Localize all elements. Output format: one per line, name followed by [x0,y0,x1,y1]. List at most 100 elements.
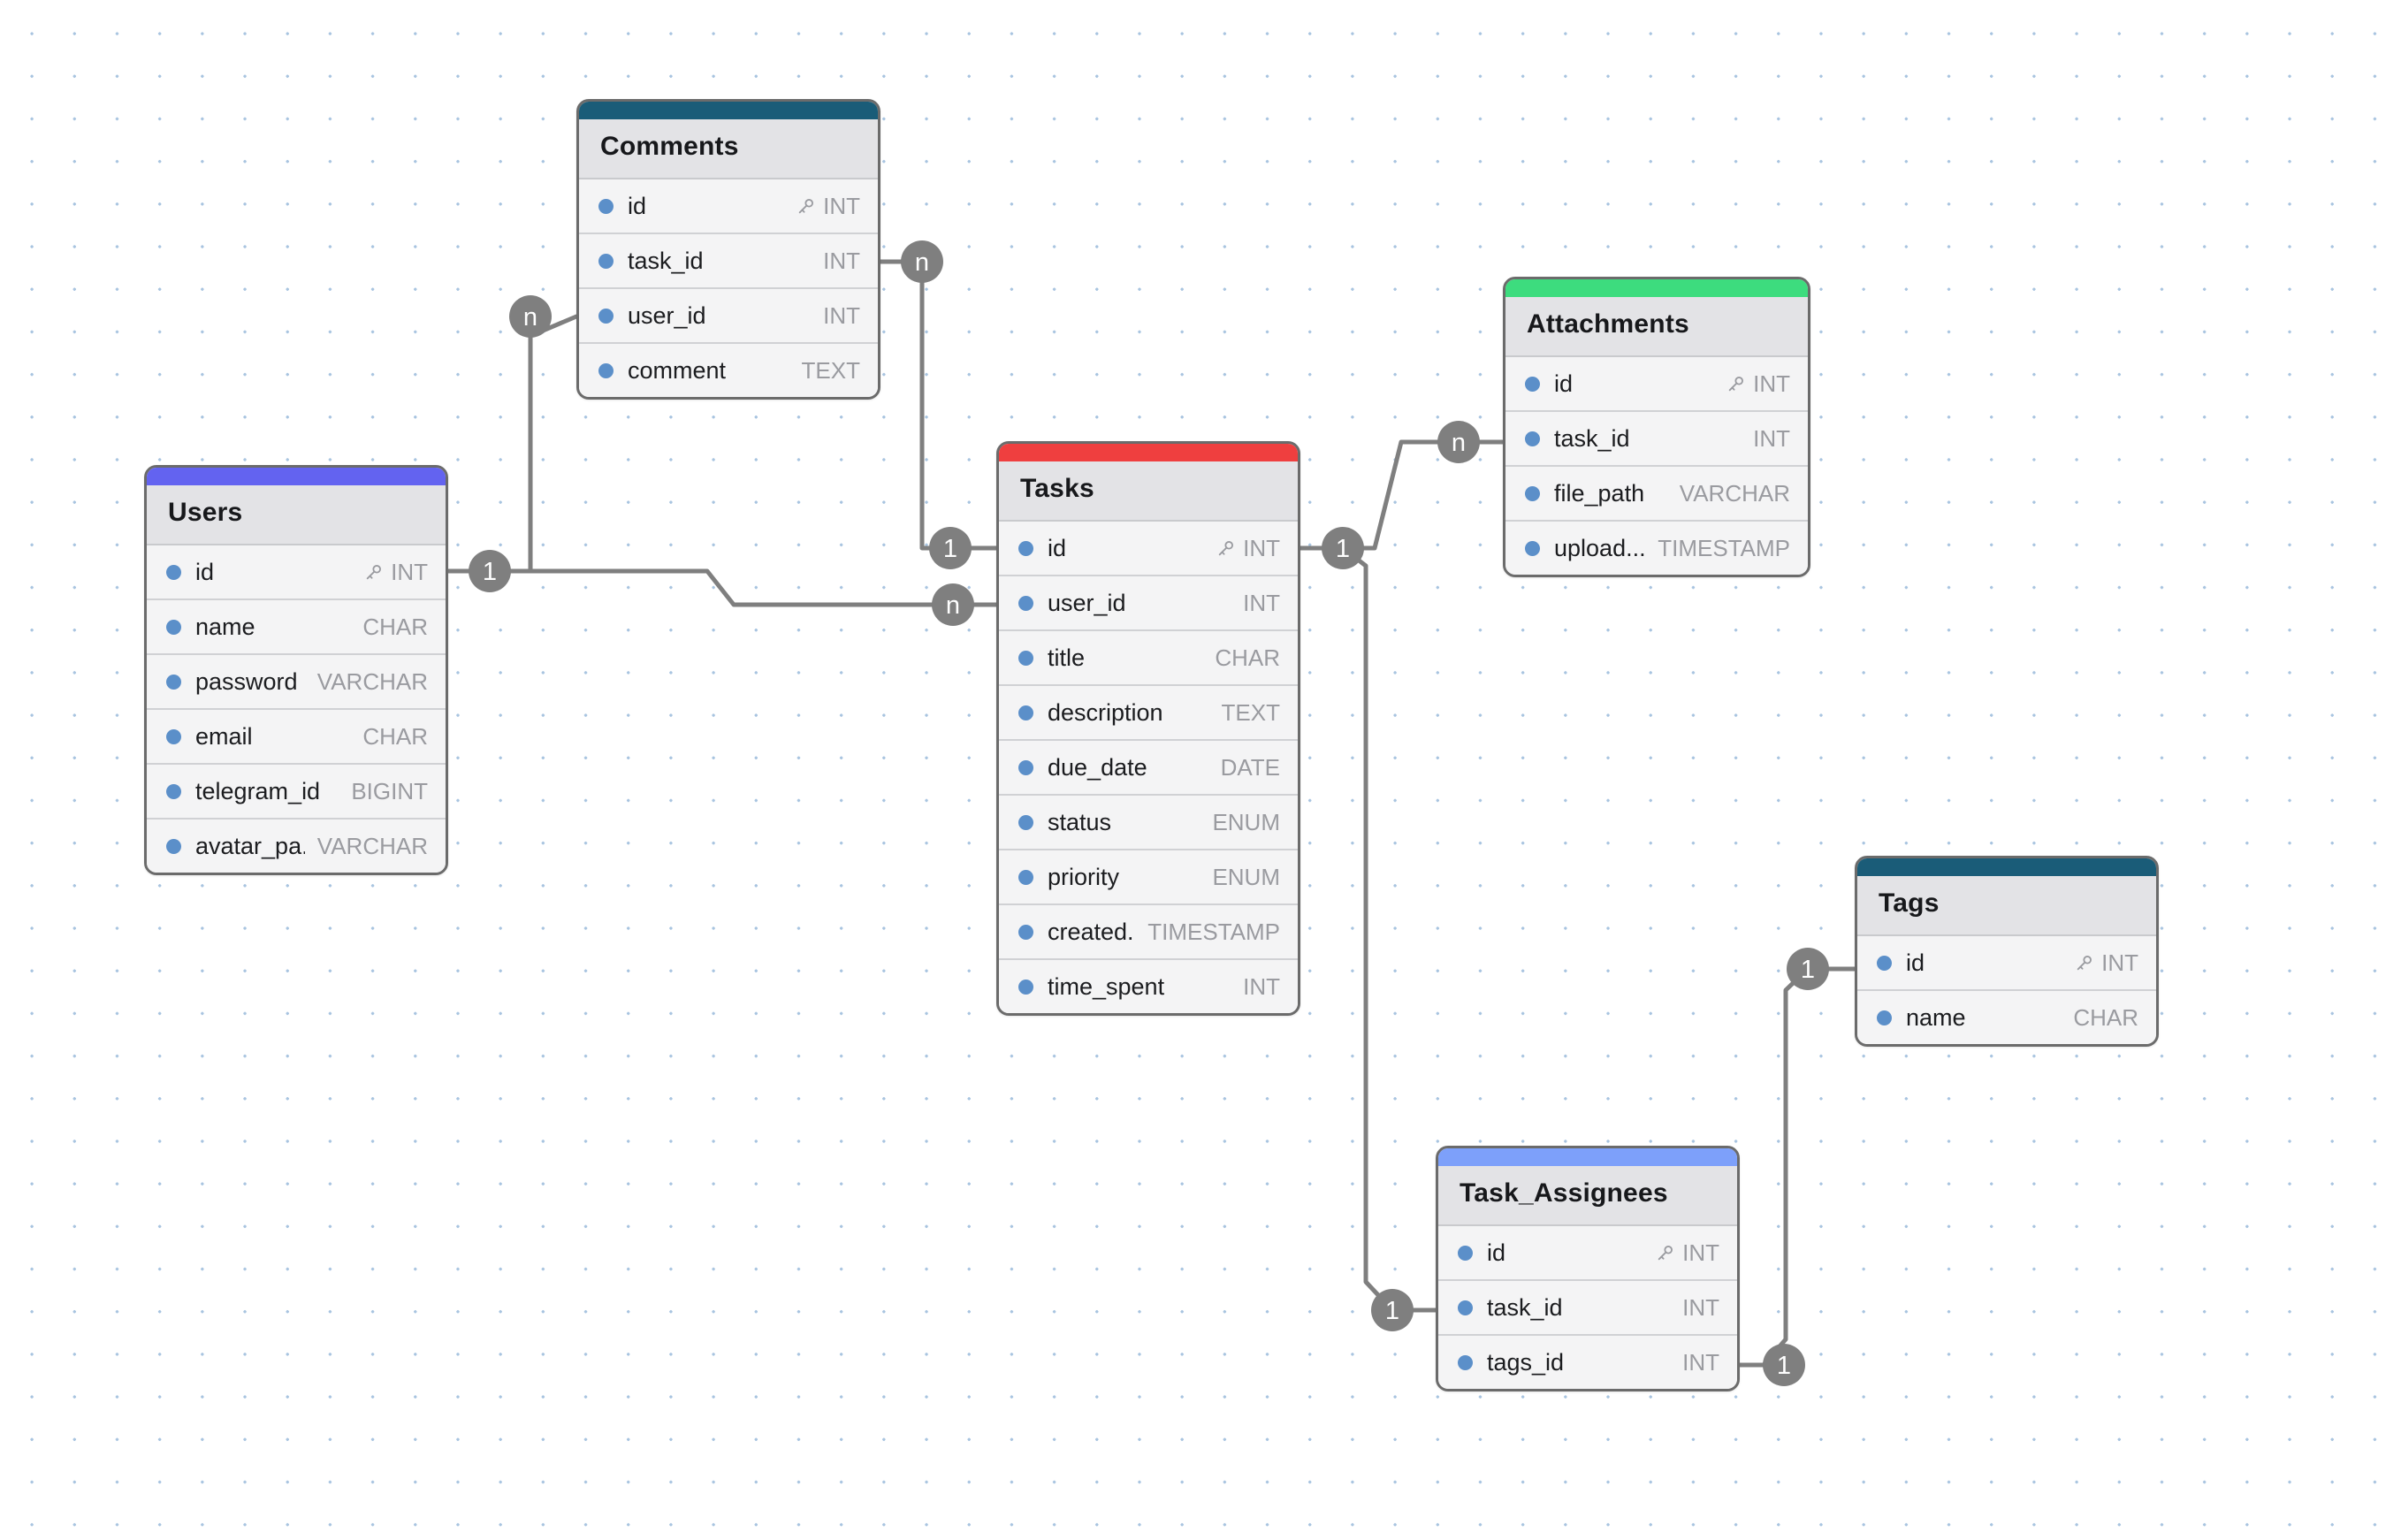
field-bullet-icon [166,619,181,635]
field-type-wrap: VARCHAR [305,668,428,696]
field-type-wrap: TIMESTAMP [1135,919,1280,946]
field-name: name [1906,1003,1966,1031]
field-name: time_spent [1048,972,1165,1000]
field-bullet-icon [1018,869,1033,885]
field-type: CHAR [1215,644,1280,671]
entity-field-row[interactable]: id INT [147,544,446,598]
field-type: CHAR [362,613,428,640]
entity-field-row[interactable]: id INT [999,520,1298,575]
entity-field-row[interactable]: title CHAR [999,629,1298,684]
field-type-wrap: TIMESTAMP [1645,535,1790,562]
field-type-wrap: CHAR [2061,1004,2138,1032]
field-bullet-icon [598,253,614,269]
relationship-link-tasks-assignees[interactable] [1340,545,1438,1313]
field-type-wrap: INT [1643,1239,1719,1267]
field-type: VARCHAR [1679,479,1790,507]
field-bullet-icon [598,198,614,214]
field-type-wrap: INT [1204,535,1280,562]
relationship-link-tags-assignees[interactable] [1737,966,1857,1368]
field-type-wrap: BIGINT [339,778,428,805]
relationship-link-comments-tasks[interactable] [878,259,999,551]
entity-field-row[interactable]: avatar_pa...VARCHAR [147,818,446,873]
field-bullet-icon [1525,540,1540,556]
svg-text:1: 1 [1385,1297,1399,1325]
relationship-link-tasks-attachments[interactable] [1298,439,1505,551]
field-type-wrap: VARCHAR [1667,480,1790,507]
field-type-wrap: INT [1670,1349,1719,1376]
field-bullet-icon [1525,431,1540,446]
cardinality-badge-n: n [901,240,943,283]
relationship-link-users-tasks[interactable] [487,568,999,607]
entity-field-row[interactable]: name CHAR [1857,989,2156,1044]
field-type: INT [1243,589,1280,616]
field-bullet-icon [1018,705,1033,720]
entity-accent-bar [147,468,446,485]
field-bullet-icon [1458,1245,1473,1261]
svg-text:1: 1 [943,535,957,563]
entity-accent-bar [999,444,1298,461]
field-name: upload... [1554,534,1646,561]
field-type: ENUM [1212,863,1280,890]
field-type-wrap: CHAR [350,723,428,751]
entity-title: Tags [1857,876,2156,934]
field-type-wrap: INT [784,193,860,220]
field-name: email [195,722,253,750]
field-type: CHAR [2073,1003,2138,1031]
entity-title: Attachments [1505,297,1808,355]
field-name: id [195,558,215,585]
field-name: task_id [1554,424,1630,452]
cardinality-badge-n: n [1437,421,1480,463]
field-type: INT [823,192,860,219]
entity-field-row[interactable]: created...TIMESTAMP [999,903,1298,958]
cardinality-badge-1: 1 [469,550,511,592]
field-name: id [1048,534,1067,561]
field-name: avatar_pa... [195,832,305,859]
field-type-wrap: CHAR [1202,644,1280,672]
entity-field-row[interactable]: upload... TIMESTAMP [1505,520,1808,575]
field-bullet-icon [1877,955,1892,971]
relationship-link-users-comments[interactable] [446,314,579,574]
field-type-wrap: INT [2062,949,2138,977]
field-type: INT [391,558,428,585]
svg-text:n: n [915,248,929,277]
field-name: title [1048,644,1086,671]
entity-field-row[interactable]: email CHAR [147,708,446,763]
cardinality-badge-1: 1 [929,527,972,569]
field-type-wrap: INT [1231,590,1280,617]
field-type: TIMESTAMP [1658,534,1790,561]
field-type-wrap: INT [352,559,428,586]
field-bullet-icon [166,728,181,744]
field-bullet-icon [1018,650,1033,666]
field-type: CHAR [362,722,428,750]
field-type: INT [1753,370,1790,397]
field-name: user_id [628,301,706,329]
